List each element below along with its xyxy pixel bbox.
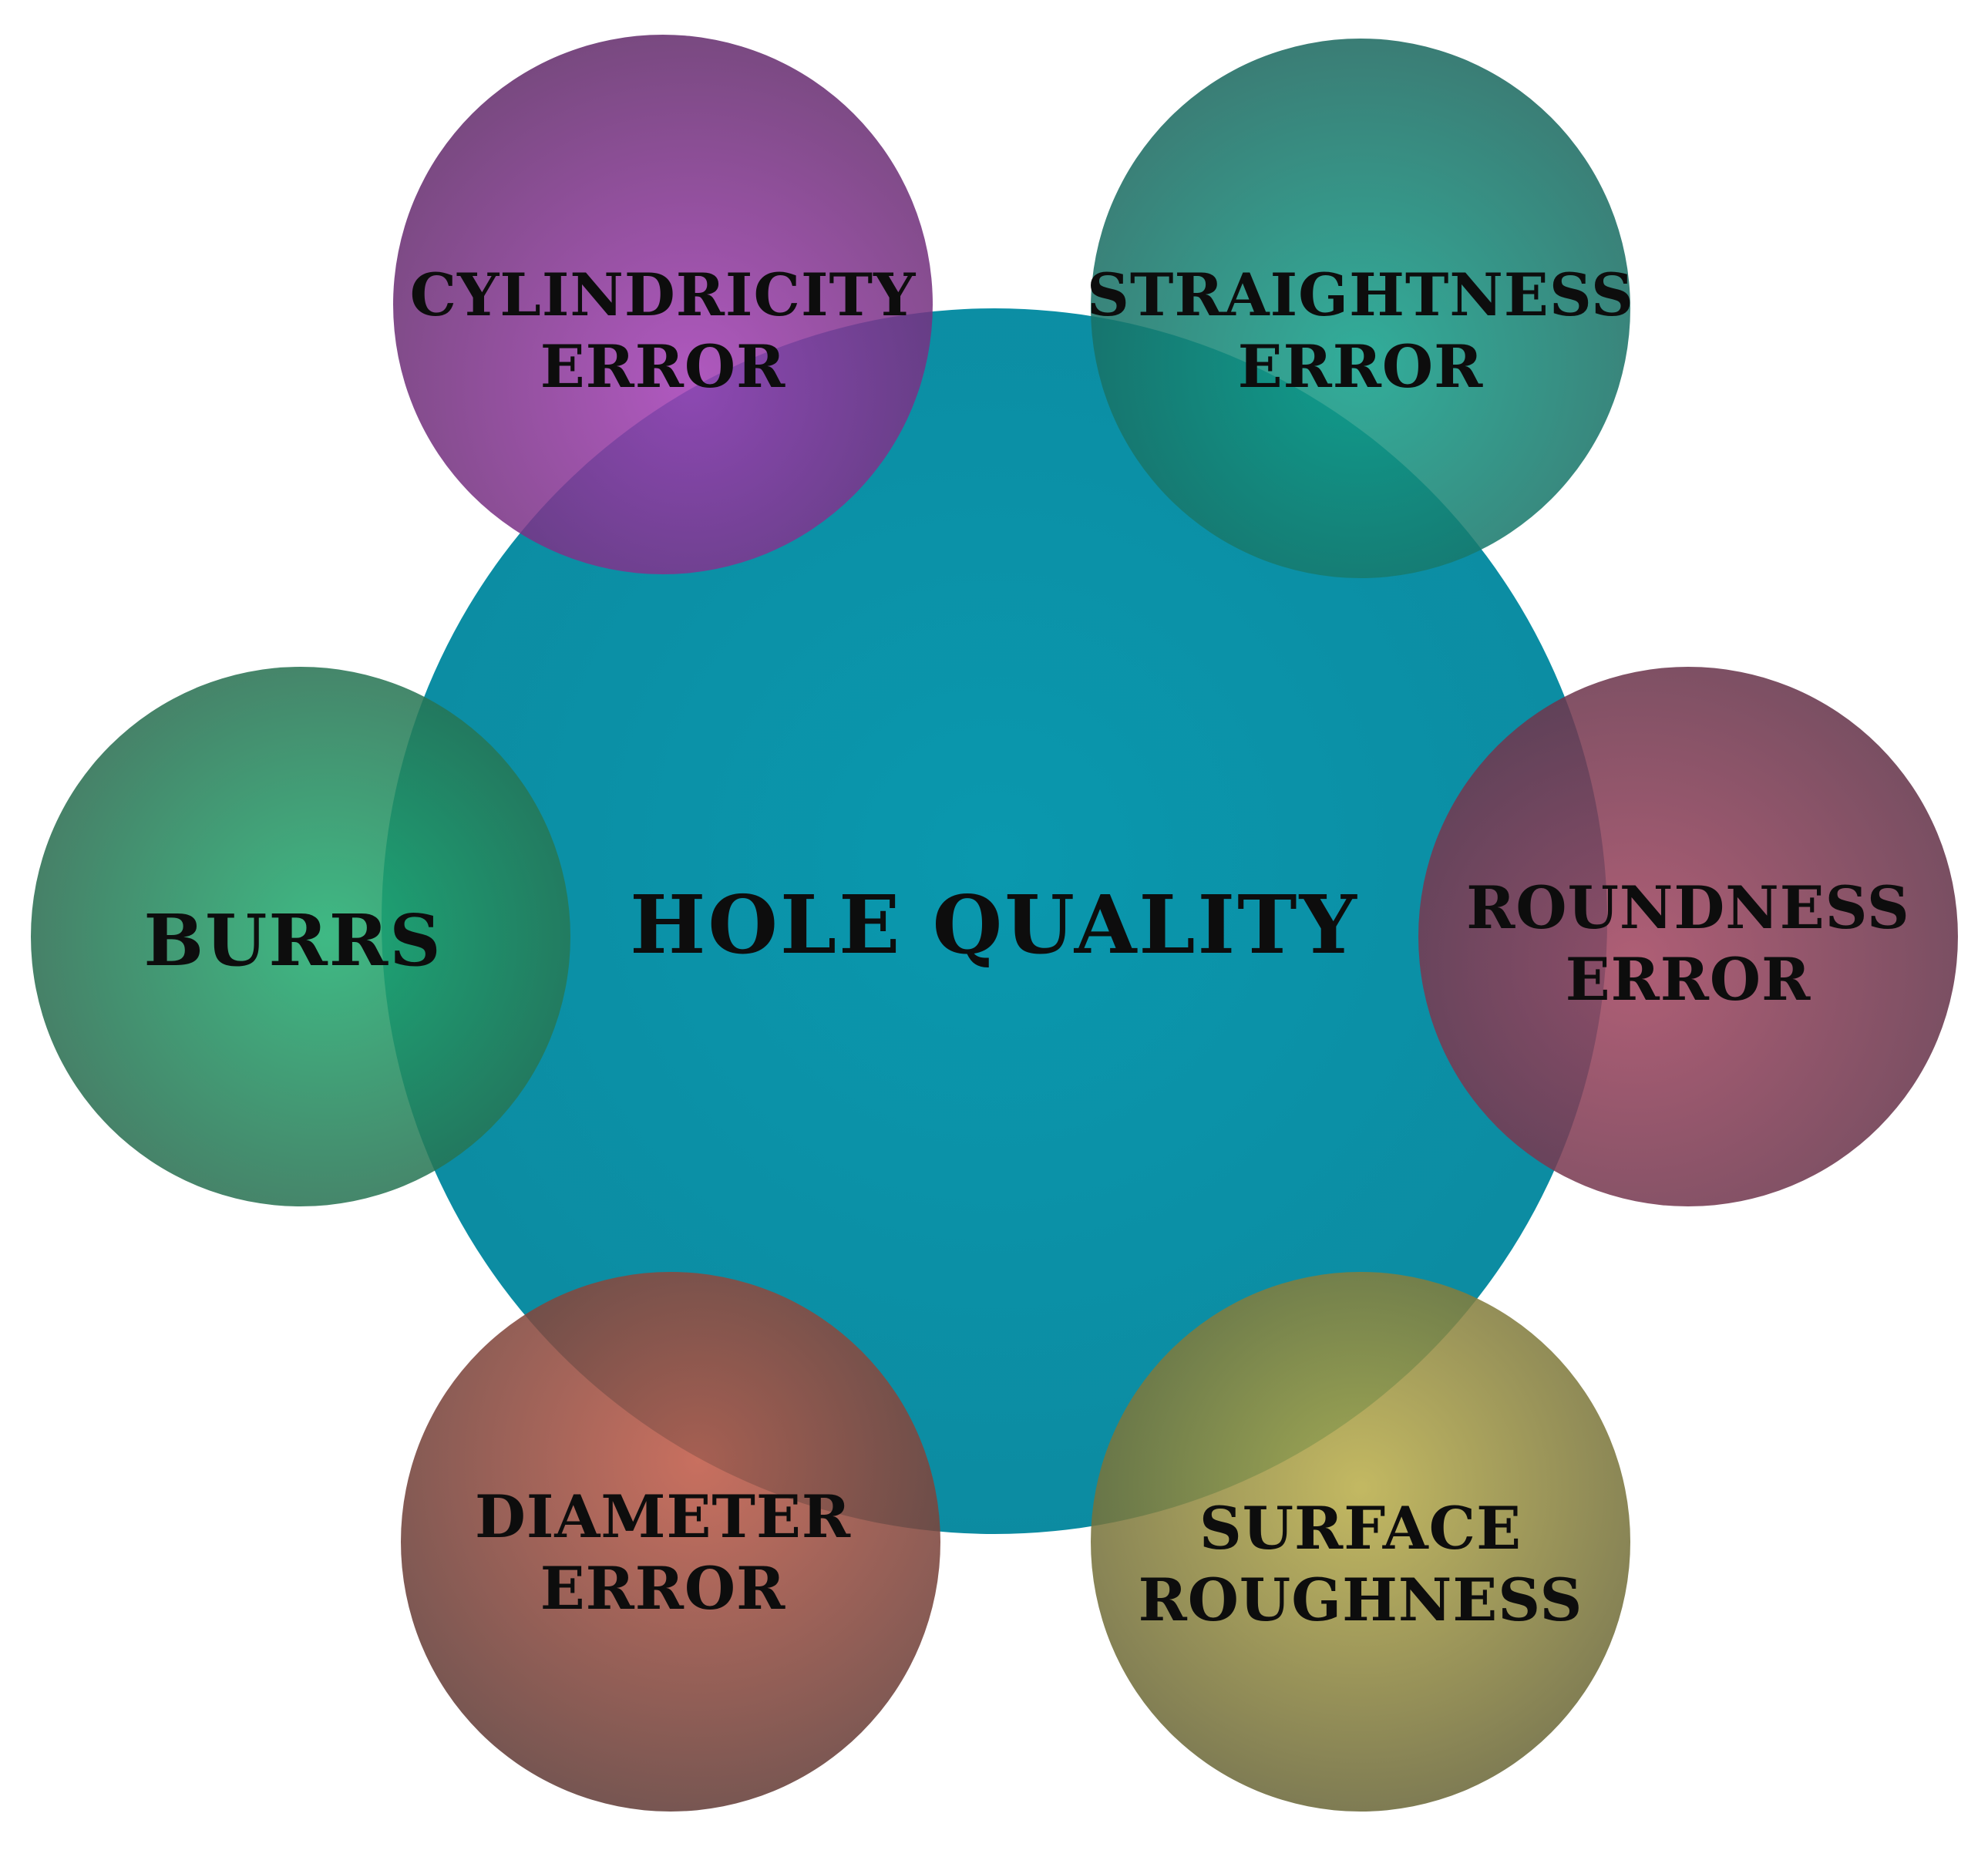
- roundness-error-label: ROUNDNESS ERROR: [1395, 860, 1981, 1029]
- diameter-line-1: DIAMETER: [474, 1482, 852, 1552]
- surface-roughness-label: SURFACE ROUGHNESS: [1068, 1480, 1653, 1650]
- diameter-line-2: ERROR: [540, 1554, 786, 1623]
- surface-line-2: ROUGHNESS: [1138, 1566, 1583, 1634]
- cylindricity-line-1: CYLINDRICITY: [409, 261, 917, 330]
- roundness-line-2: ERROR: [1565, 945, 1811, 1014]
- roundness-line-1: ROUNDNESS: [1466, 873, 1910, 943]
- straightness-line-2: ERROR: [1237, 332, 1484, 401]
- hole-quality-circle: [382, 308, 1607, 1534]
- cylindricity-error-circle: [393, 35, 933, 574]
- burrs-circle: [31, 667, 570, 1206]
- surface-roughness-circle: [1091, 1272, 1630, 1812]
- straightness-error-label: STRAIGHTNESS ERROR: [1068, 247, 1653, 416]
- cylindricity-line-2: ERROR: [540, 332, 786, 401]
- burrs-label: BURRS: [85, 871, 501, 1010]
- roundness-error-circle: [1418, 667, 1958, 1206]
- cylindricity-error-label: CYLINDRICITY ERROR: [370, 247, 956, 416]
- straightness-error-circle: [1091, 39, 1630, 578]
- burrs-text: BURRS: [143, 898, 442, 982]
- surface-line-1: SURFACE: [1199, 1494, 1522, 1563]
- hole-quality-label: HOLE QUALITY: [532, 860, 1457, 991]
- hole-quality-text: HOLE QUALITY: [630, 876, 1359, 972]
- straightness-line-1: STRAIGHTNESS: [1087, 261, 1634, 330]
- diameter-error-circle: [401, 1272, 940, 1812]
- diameter-error-label: DIAMETER ERROR: [370, 1468, 956, 1638]
